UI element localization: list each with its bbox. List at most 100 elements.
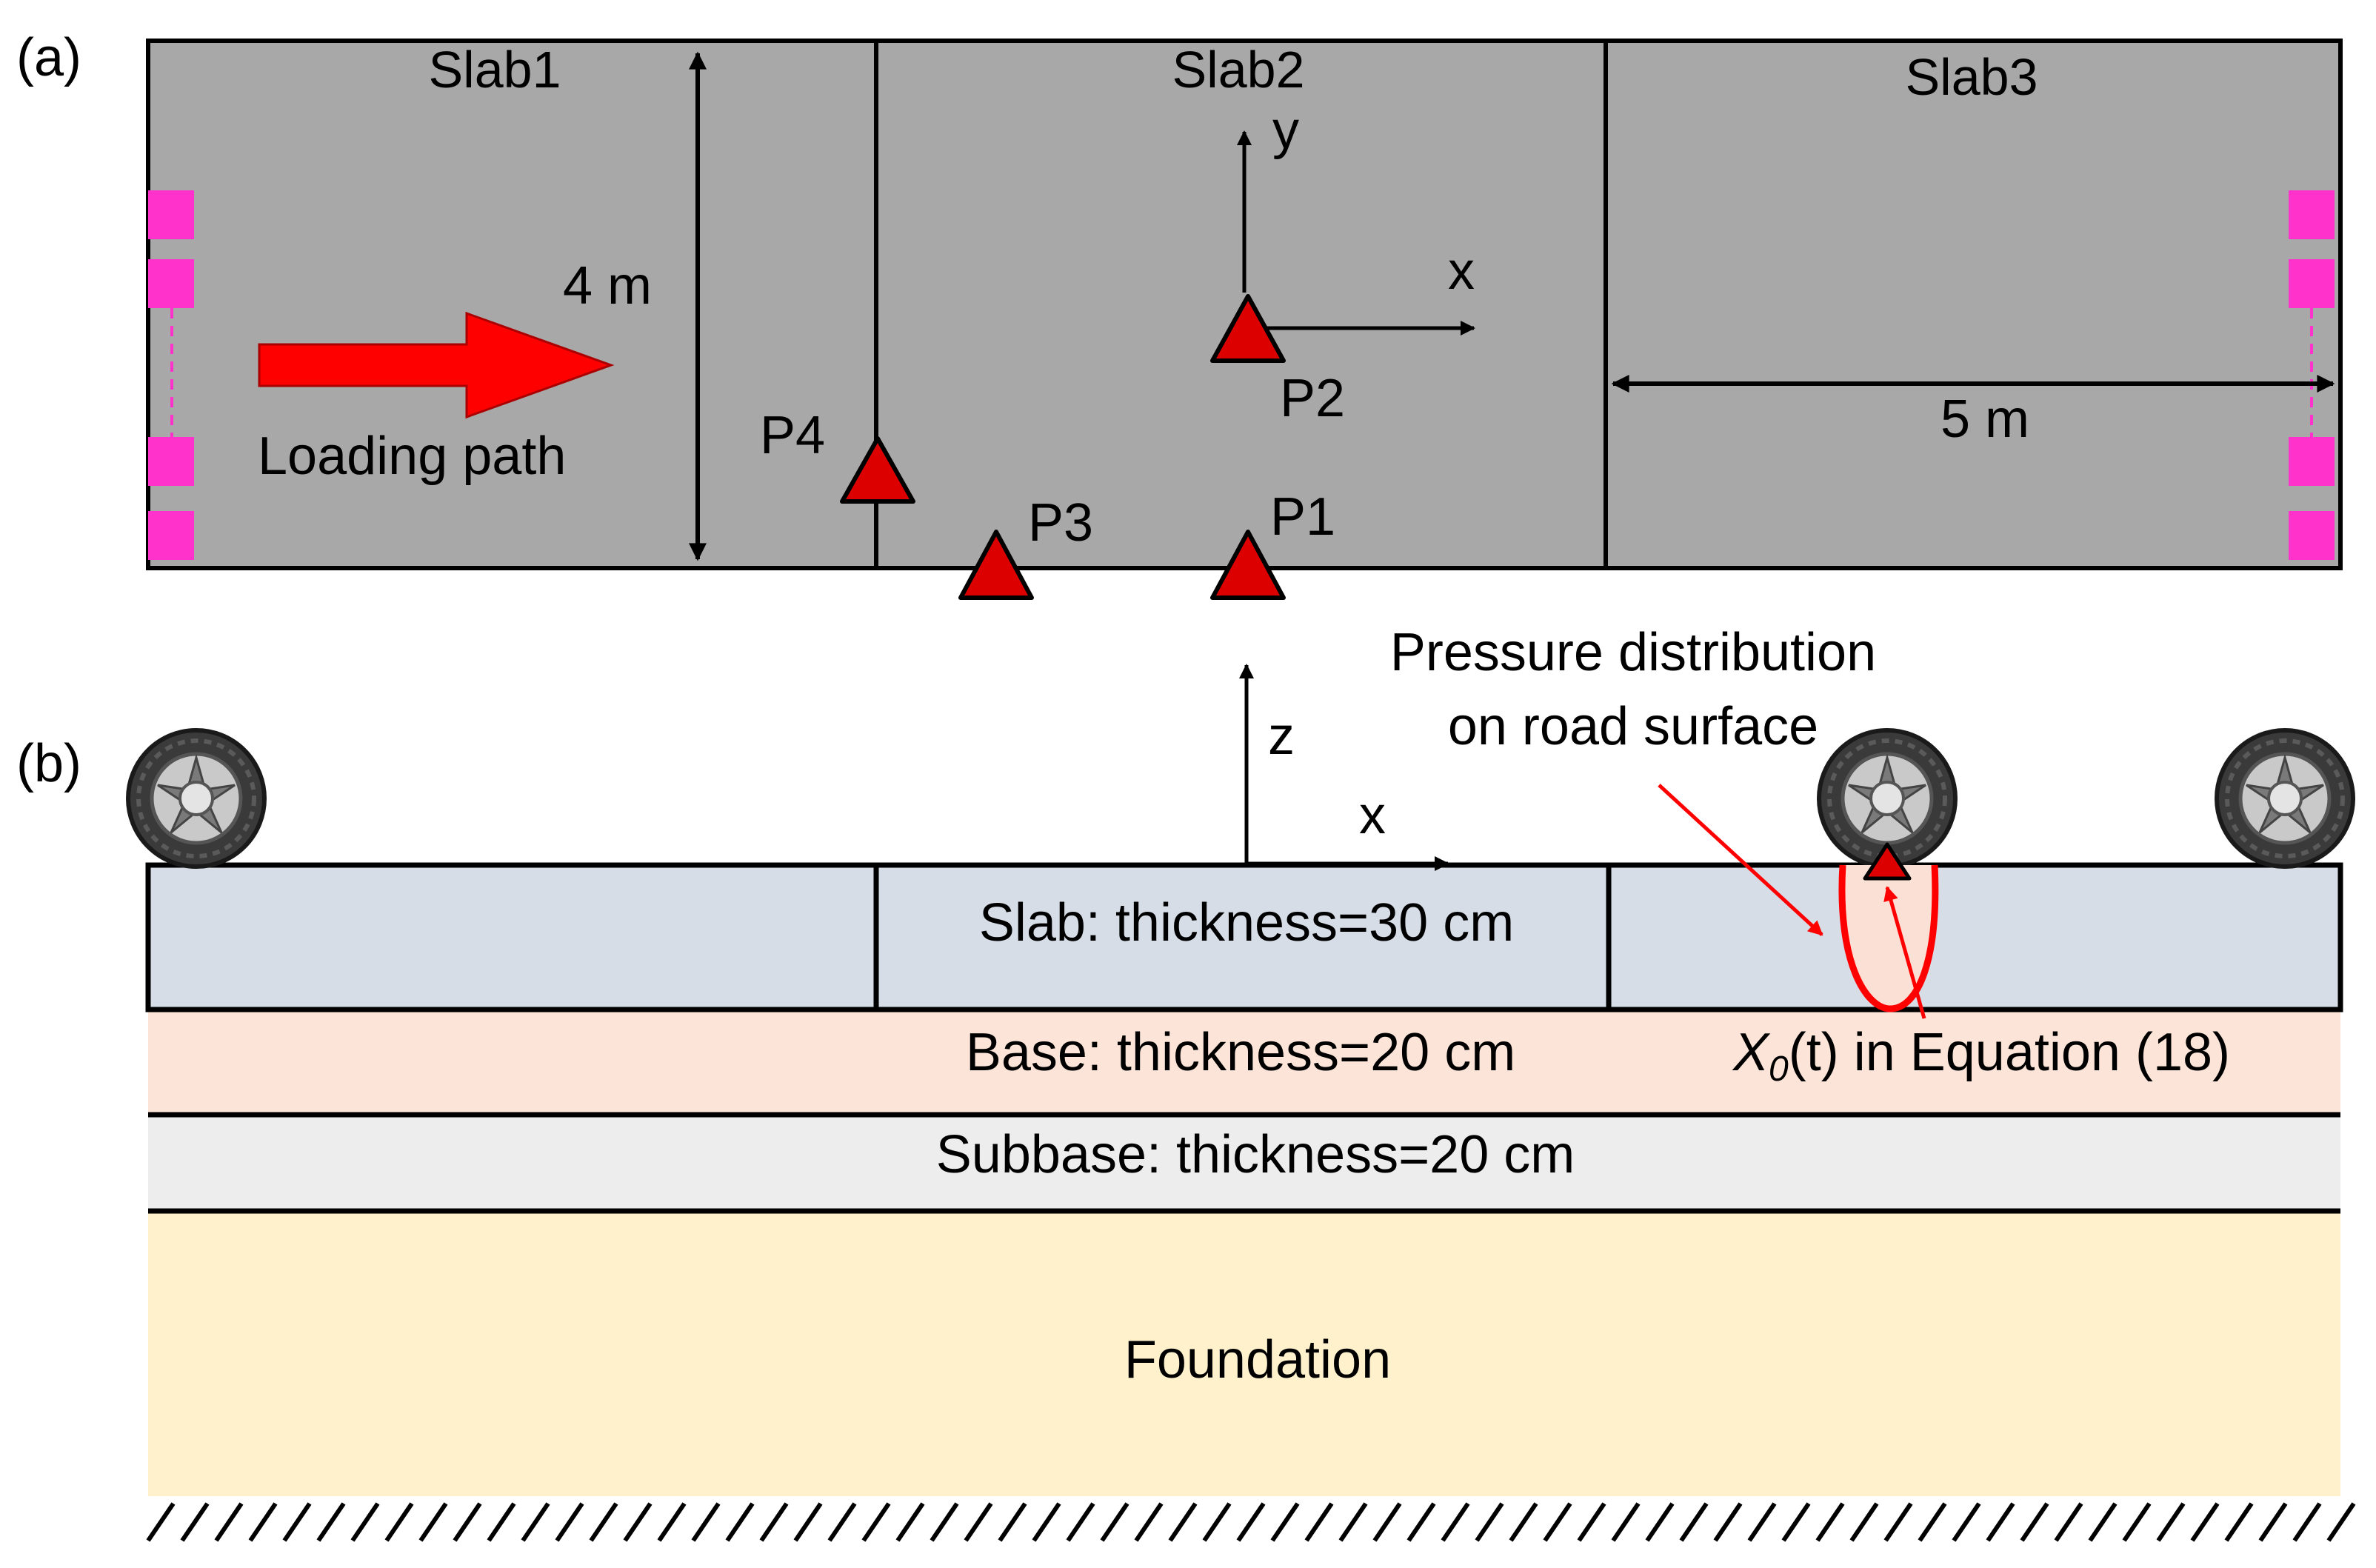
hatch-stroke <box>2122 1502 2152 1542</box>
ground-hatching <box>146 1502 2356 1542</box>
loading-path-arrow <box>258 311 615 419</box>
slab3-label: Slab3 <box>1905 48 2038 106</box>
hatch-stroke <box>2224 1502 2254 1542</box>
hatch-stroke <box>1372 1502 1402 1542</box>
point-p3-label: P3 <box>1028 493 1093 553</box>
hatch-stroke <box>1202 1502 1232 1542</box>
hatch-stroke <box>555 1502 584 1542</box>
hatch-stroke <box>657 1502 687 1542</box>
hatch-stroke <box>2020 1502 2049 1542</box>
x0-rest: (t) in Equation (18) <box>1789 1023 2230 1082</box>
hatch-stroke <box>1577 1502 1606 1542</box>
hatch-stroke <box>691 1502 721 1542</box>
slab1-label: Slab1 <box>428 41 561 99</box>
hatch-stroke <box>1849 1502 1879 1542</box>
slab-layer-label: Slab: thickness=30 cm <box>979 893 1514 953</box>
base-layer <box>148 1011 2340 1115</box>
hatch-stroke <box>316 1502 346 1542</box>
hatch-stroke <box>1747 1502 1777 1542</box>
hatch-stroke <box>146 1502 176 1542</box>
hatch-stroke <box>1645 1502 1675 1542</box>
tire-left-icon <box>128 730 264 867</box>
hatch-stroke <box>2258 1502 2288 1542</box>
hatch-stroke <box>623 1502 653 1542</box>
hatch-stroke <box>793 1502 823 1542</box>
hatch-stroke <box>827 1502 857 1542</box>
width-dimension-label: 4 m <box>563 256 652 316</box>
hatch-stroke <box>1270 1502 1300 1542</box>
point-p4-marker <box>840 436 915 504</box>
x-axis-label: x <box>1448 241 1475 301</box>
hatch-stroke <box>1679 1502 1709 1542</box>
hatch-stroke <box>2054 1502 2083 1542</box>
hatch-stroke <box>1509 1502 1538 1542</box>
right-boundary-markers <box>2289 190 2335 560</box>
loading-path-label: Loading path <box>258 427 566 486</box>
slab2-label: Slab2 <box>1172 41 1304 99</box>
hatch-stroke <box>2088 1502 2118 1542</box>
hatch-stroke <box>2292 1502 2322 1542</box>
x0-symbol: X <box>1732 1023 1771 1082</box>
hatch-stroke <box>861 1502 891 1542</box>
panel-b-tag: (b) <box>16 734 81 793</box>
x0-pointer-arrow <box>1883 886 1926 1019</box>
point-p1-label: P1 <box>1270 487 1335 547</box>
hatch-stroke <box>1441 1502 1470 1542</box>
hatch-stroke <box>1134 1502 1164 1542</box>
hatch-stroke <box>1406 1502 1436 1542</box>
hatch-stroke <box>759 1502 789 1542</box>
hatch-stroke <box>1815 1502 1845 1542</box>
hatch-stroke <box>180 1502 210 1542</box>
hatch-stroke <box>1918 1502 1947 1542</box>
hatch-stroke <box>1236 1502 1266 1542</box>
slab-section <box>145 862 2343 1012</box>
point-p2-marker <box>1210 294 1286 363</box>
hatch-stroke <box>1032 1502 1061 1542</box>
hatch-stroke <box>1713 1502 1743 1542</box>
hatch-stroke <box>487 1502 516 1542</box>
hatch-stroke <box>521 1502 550 1542</box>
hatch-stroke <box>589 1502 618 1542</box>
hatch-stroke <box>2326 1502 2356 1542</box>
panel-a-tag: (a) <box>16 28 81 87</box>
point-p4-label: P4 <box>760 406 825 465</box>
base-layer-label: Base: thickness=20 cm <box>966 1023 1515 1082</box>
hatch-stroke <box>2156 1502 2186 1542</box>
hatch-stroke <box>248 1502 278 1542</box>
hatch-stroke <box>1475 1502 1504 1542</box>
hatch-stroke <box>725 1502 755 1542</box>
hatch-stroke <box>1304 1502 1334 1542</box>
x0-label: X0(t) in Equation (18) <box>1732 1023 2230 1089</box>
hatch-stroke <box>1066 1502 1095 1542</box>
pressure-label-line1: Pressure distribution <box>1390 623 1876 682</box>
hatch-stroke <box>1543 1502 1572 1542</box>
hatch-stroke <box>384 1502 414 1542</box>
hatch-stroke <box>2190 1502 2220 1542</box>
hatch-stroke <box>1883 1502 1913 1542</box>
point-p3-marker <box>958 530 1034 600</box>
hatch-stroke <box>1168 1502 1198 1542</box>
hatch-stroke <box>964 1502 993 1542</box>
hatch-stroke <box>1100 1502 1129 1542</box>
slab-section-body <box>145 862 2343 1012</box>
pressure-label-line2: on road surface <box>1448 697 1818 756</box>
hatch-stroke <box>282 1502 312 1542</box>
hatch-stroke <box>418 1502 448 1542</box>
hatch-stroke <box>214 1502 244 1542</box>
hatch-stroke <box>1611 1502 1641 1542</box>
hatch-stroke <box>930 1502 959 1542</box>
hatch-stroke <box>453 1502 482 1542</box>
hatch-stroke <box>1952 1502 1981 1542</box>
hatch-stroke <box>1338 1502 1368 1542</box>
foundation-layer-label: Foundation <box>1124 1330 1391 1389</box>
hatch-stroke <box>1781 1502 1811 1542</box>
hatch-stroke <box>1986 1502 2015 1542</box>
length-dimension-label: 5 m <box>1940 390 2029 449</box>
x-axis-b-label: x <box>1359 786 1386 845</box>
tire-right-icon <box>2217 730 2353 867</box>
y-axis-label: y <box>1272 101 1299 160</box>
subbase-layer <box>148 1115 2340 1211</box>
hatch-stroke <box>350 1502 380 1542</box>
foundation-layer <box>148 1211 2340 1496</box>
